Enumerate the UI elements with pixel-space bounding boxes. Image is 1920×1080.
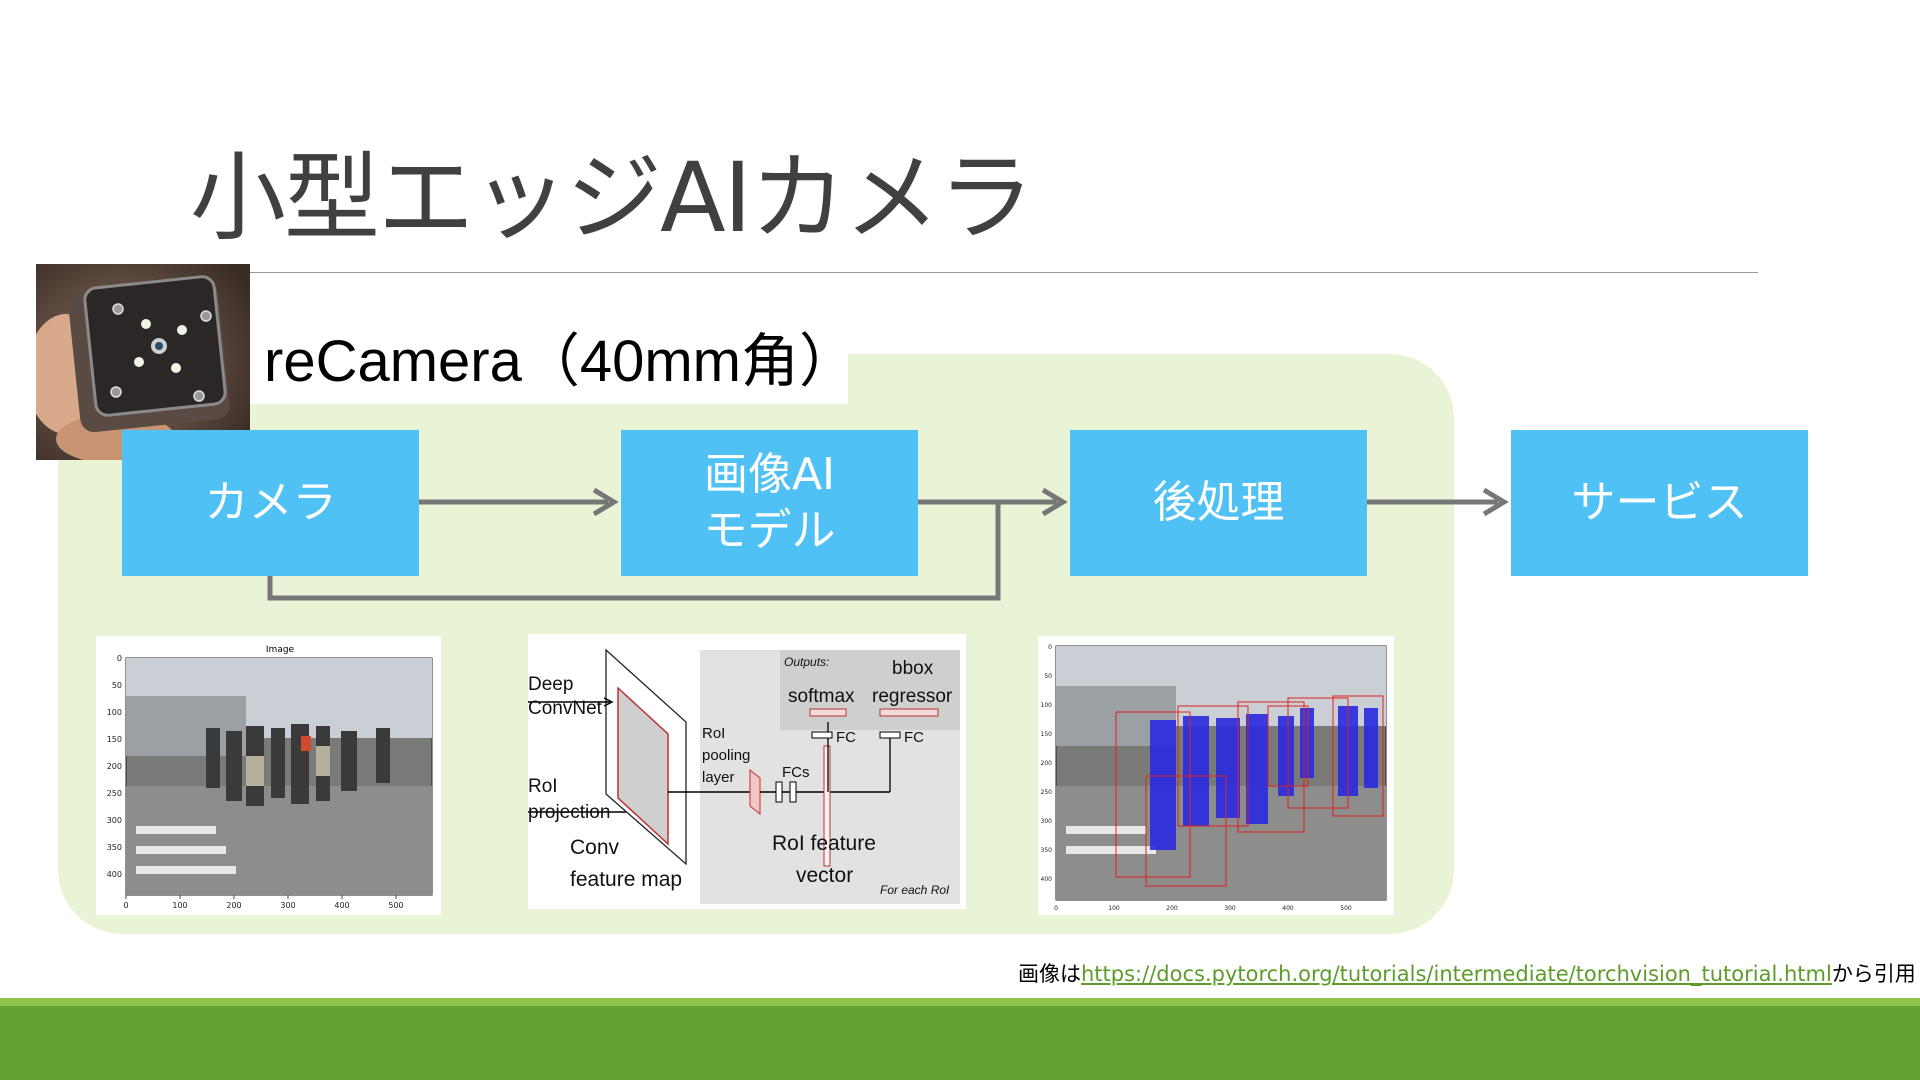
y-tick: 400: [1041, 876, 1053, 883]
label-fc-right: FC: [904, 729, 924, 746]
label-convnet: ConvNet: [528, 698, 603, 719]
y-tick: 50: [112, 681, 122, 690]
label-layer: layer: [702, 769, 735, 786]
y-tick: 200: [1041, 760, 1053, 767]
label-softmax: softmax: [788, 686, 855, 707]
camera-box: カメラ: [122, 430, 419, 576]
camera-box-label: カメラ: [204, 476, 337, 528]
title-divider: [190, 272, 1758, 273]
bypass-camera-to-post: [267, 502, 1001, 601]
postprocess-box: 後処理: [1070, 430, 1367, 576]
y-tick: 150: [1041, 731, 1053, 738]
y-tick: 50: [1044, 673, 1052, 680]
edge-device-label: reCamera（40mm角）: [264, 329, 857, 394]
x-tick: 300: [1224, 905, 1236, 912]
label-conv: Conv: [570, 836, 620, 859]
ai-model-label-line2: モデル: [703, 505, 836, 556]
recamera-device-photo: [36, 264, 250, 460]
x-tick: 100: [1108, 905, 1120, 912]
x-tick: 400: [334, 901, 349, 910]
label-regressor: regressor: [872, 686, 953, 707]
y-tick: 250: [107, 789, 122, 798]
service-box: サービス: [1511, 430, 1808, 576]
x-tick: 400: [1282, 905, 1294, 912]
source-suffix: から引用: [1831, 962, 1916, 986]
x-tick: 100: [172, 901, 187, 910]
input-image-thumbnail: Image 0 100 200 300 400 500 0: [96, 636, 441, 915]
edge-label-background: [246, 320, 848, 404]
x-tick: 500: [1340, 905, 1352, 912]
y-tick: 350: [107, 843, 122, 852]
input-image-title: Image: [266, 645, 295, 655]
y-tick: 300: [1041, 818, 1053, 825]
label-roi-pool: RoI: [702, 725, 725, 742]
label-bbox: bbox: [892, 658, 934, 679]
y-tick: 0: [1048, 644, 1052, 651]
y-tick: 150: [107, 735, 122, 744]
label-roi: RoI: [528, 776, 558, 797]
label-deep: Deep: [528, 674, 573, 695]
label-for-each-roi: For each RoI: [880, 883, 950, 897]
y-tick: 300: [107, 816, 122, 825]
output-image-thumbnail: 0 100 200 300 400 500 0 50 100 150 200 2…: [1038, 636, 1394, 915]
x-tick: 200: [1166, 905, 1178, 912]
footer-bar: [0, 998, 1920, 1080]
y-tick: 100: [1041, 702, 1053, 709]
footer-accent-line: [0, 998, 1920, 1006]
y-tick: 250: [1041, 789, 1053, 796]
y-tick: 100: [107, 708, 122, 717]
slide-title: 小型エッジAIカメラ: [190, 142, 1034, 254]
source-prefix: 画像は: [1018, 962, 1081, 986]
x-tick: 300: [280, 901, 295, 910]
y-tick: 0: [117, 654, 122, 663]
image-source-note: 画像はhttps://docs.pytorch.org/tutorials/in…: [1018, 958, 1916, 988]
y-tick: 200: [107, 762, 122, 771]
x-tick: 0: [1054, 905, 1058, 912]
postprocess-box-label: 後処理: [1152, 476, 1285, 528]
label-roi-feature: RoI feature: [772, 832, 876, 855]
label-projection: projection: [528, 802, 610, 823]
label-pooling: pooling: [702, 747, 750, 764]
service-box-label: サービス: [1571, 476, 1748, 528]
architecture-thumbnail: Deep ConvNet RoI projection Conv feature…: [528, 634, 966, 909]
source-link[interactable]: https://docs.pytorch.org/tutorials/inter…: [1081, 962, 1832, 986]
y-tick: 400: [107, 870, 122, 879]
x-tick: 200: [226, 901, 241, 910]
x-tick: 500: [388, 901, 403, 910]
label-fcs: FCs: [782, 764, 810, 781]
ai-model-label-line1: 画像AI: [703, 448, 836, 500]
y-tick: 350: [1041, 847, 1053, 854]
label-fc-left: FC: [836, 729, 856, 746]
label-outputs: Outputs:: [784, 655, 829, 669]
label-vector: vector: [796, 864, 853, 887]
x-tick: 0: [123, 901, 128, 910]
label-feature-map: feature map: [570, 868, 682, 891]
